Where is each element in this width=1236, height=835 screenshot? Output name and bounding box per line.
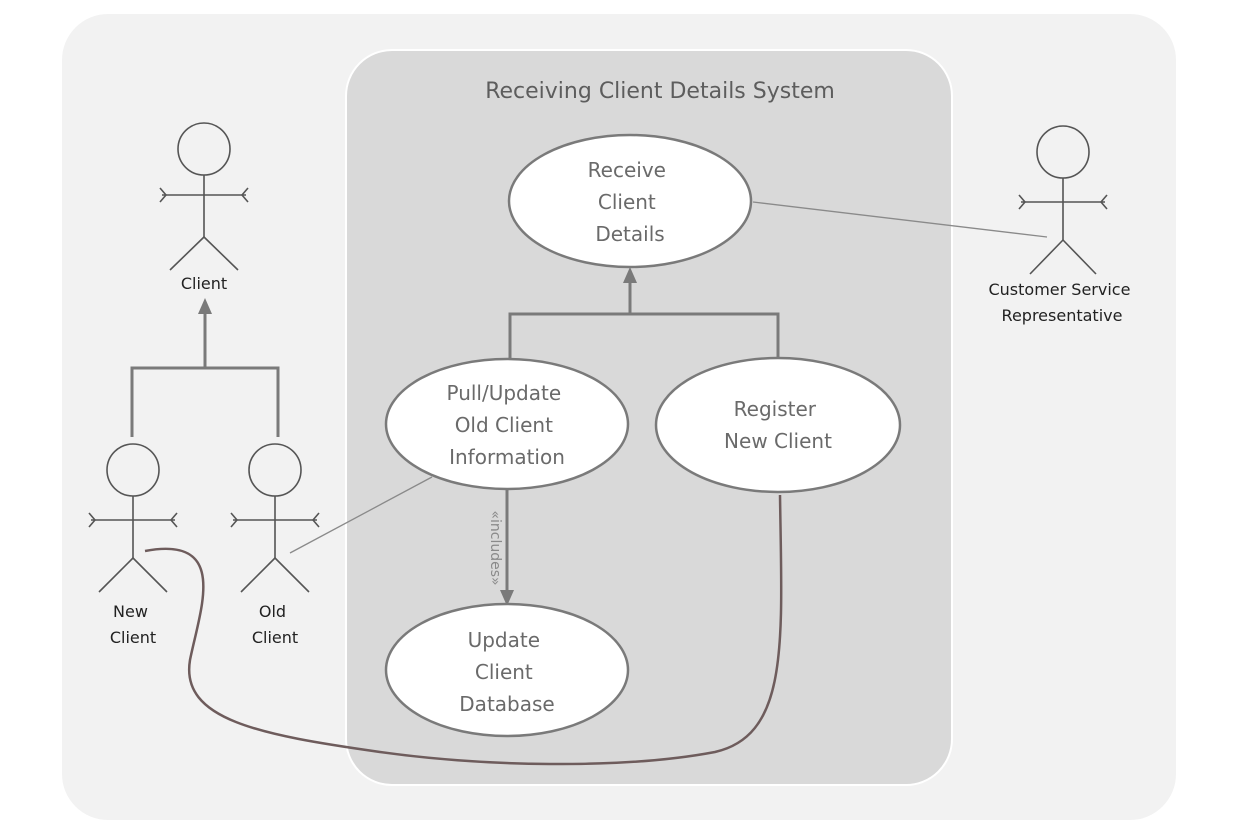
usecase-register-label: Register New Client	[724, 397, 832, 453]
usecase-pull-update-label: Pull/Update Old Client Information	[446, 381, 567, 469]
usecase-register-new-client	[654, 356, 902, 494]
generalization-actors	[130, 312, 280, 437]
system-boundary	[345, 49, 953, 786]
system-title: Receiving Client Details System	[485, 79, 835, 104]
generalization-arrowhead-usecase	[623, 267, 637, 283]
actor-customer-service-rep	[1018, 125, 1108, 275]
usecase-receive-client-details	[507, 133, 753, 269]
actor-client	[159, 122, 249, 271]
actor-csr-label: Customer Service Representative	[988, 280, 1135, 325]
association-csr-receive	[752, 201, 1048, 238]
actor-old-client	[230, 443, 320, 593]
usecase-pull-update	[384, 357, 630, 491]
generalization-usecases	[508, 282, 780, 358]
actor-old-client-label: Old Client	[252, 602, 298, 647]
usecase-receive-label: Receive Client Details	[588, 158, 673, 246]
includes-label: «includes»	[487, 510, 503, 585]
actor-client-label: Client	[181, 274, 227, 293]
generalization-arrowhead-actor	[198, 298, 212, 314]
actor-new-client	[88, 443, 178, 593]
association-oldclient-pullupdate	[289, 476, 433, 554]
actor-new-client-label: New Client	[110, 602, 156, 647]
includes-arrowhead	[500, 590, 514, 606]
association-newclient-register	[144, 494, 783, 766]
usecase-update-client-database	[384, 602, 630, 738]
usecase-update-db-label: Update Client Database	[459, 628, 554, 716]
